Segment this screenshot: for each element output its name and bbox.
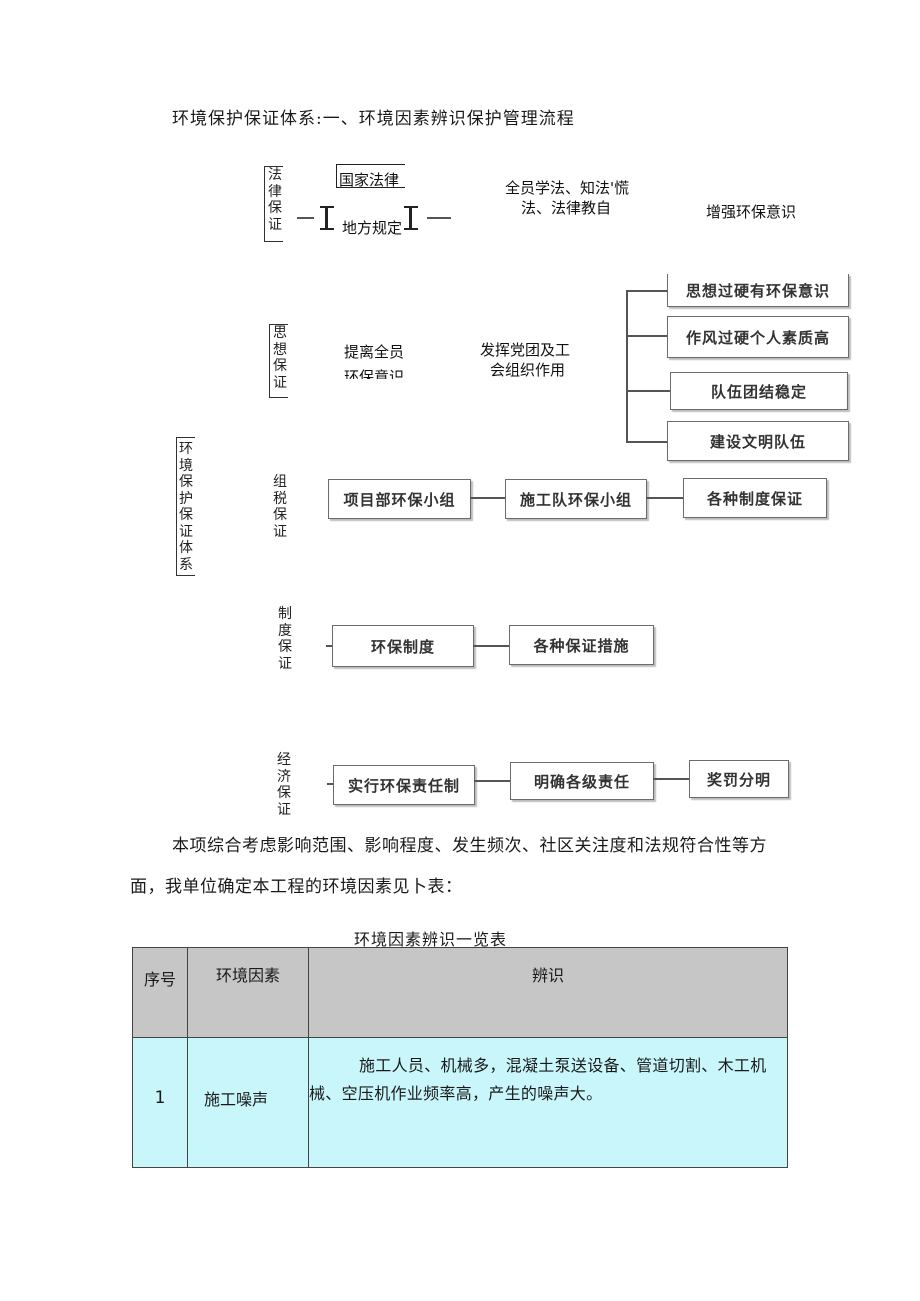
- law-education-line2: 法、法律教自: [521, 199, 612, 217]
- row-desc: 施工人员、机械多，混凝土泵送设备、管道切割、木工机械、空压机作业频率高，产生的噪…: [308, 1037, 788, 1168]
- org-guarantee-label: 组税保证: [273, 474, 287, 540]
- row-factor: 施工噪声: [187, 1037, 309, 1168]
- row-no: 1: [132, 1037, 188, 1168]
- law-ibeam-left: [320, 206, 334, 230]
- header-factor: 环境因素: [187, 947, 309, 1038]
- thought-item-3: 队伍团结稳定: [670, 372, 848, 410]
- system-item-1: 环保制度: [332, 625, 474, 667]
- table-header-row: 序号 环境因素 辨识: [132, 947, 788, 1038]
- thought-branch-3: [626, 390, 670, 392]
- party-role-line1: 发挥党团及工: [480, 341, 571, 359]
- page-heading: 环境保护保证体系:一、环境因素辨识保护管理流程: [172, 109, 575, 129]
- system-stub: [326, 645, 334, 647]
- law-education-line1: 全员学法、知法'慌: [505, 179, 630, 197]
- local-rules-text: 地方规定: [342, 219, 403, 237]
- law-connector-right: [427, 217, 451, 219]
- thought-branch-2: [626, 335, 668, 337]
- environment-factor-table: 序号 环境因素 辨识 1 施工噪声 施工人员、机械多，混凝土泵送设备、管道切割、…: [132, 947, 788, 1168]
- law-ibeam-right: [404, 206, 418, 230]
- thought-branch-4: [626, 441, 668, 443]
- thought-item-2: 作风过硬个人素质高: [667, 316, 849, 358]
- raise-awareness-line1: 提离全员: [344, 343, 405, 361]
- national-law-box: [336, 164, 405, 188]
- table-row: 1 施工噪声 施工人员、机械多，混凝土泵送设备、管道切割、木工机械、空压机作业频…: [132, 1037, 788, 1168]
- economic-guarantee-label: 经济保证: [277, 752, 291, 818]
- system-item-2: 各种保证措施: [509, 625, 654, 665]
- header-desc: 辨识: [308, 947, 788, 1038]
- system-guarantee-label: 制度保证: [278, 606, 292, 672]
- header-no: 序号: [132, 947, 188, 1038]
- main-system-label: 环境保护保证体系: [176, 437, 195, 576]
- org-item-3: 各种制度保证: [683, 478, 827, 518]
- system-connector: [473, 645, 509, 647]
- law-connector-left: [297, 217, 314, 219]
- economic-item-3: 奖罚分明: [689, 760, 789, 798]
- org-connector-2: [646, 497, 683, 499]
- national-law-text: 国家法律: [339, 171, 400, 189]
- org-item-2: 施工队环保小组: [505, 479, 647, 519]
- org-item-1: 项目部环保小组: [328, 479, 471, 519]
- economic-item-2: 明确各级责任: [510, 762, 654, 800]
- party-role-line2: 会组织作用: [490, 361, 566, 379]
- body-paragraph: 本项综合考虑影响范围、影响程度、发生频次、社区关注度和法规符合性等方面，我单位确…: [130, 836, 767, 897]
- economic-connector-2: [653, 778, 689, 780]
- awareness-text: 增强环保意识: [706, 203, 797, 221]
- law-guarantee-label: 法律保证: [264, 166, 283, 242]
- economic-item-1: 实行环保责任制: [333, 765, 475, 805]
- table-caption: 环境因素辨识一览表: [354, 930, 508, 949]
- economic-stub: [327, 783, 335, 785]
- thought-branch-1: [626, 290, 668, 292]
- thought-guarantee-label: 思想保证: [269, 324, 288, 398]
- thought-branch-spine: [626, 290, 628, 442]
- org-connector-1: [470, 497, 505, 499]
- thought-item-1: 思想过硬有环保意识: [667, 274, 849, 307]
- economic-connector-1: [474, 780, 510, 782]
- thought-item-4: 建设文明队伍: [667, 421, 849, 461]
- raise-awareness-line2: 环保意识: [344, 368, 405, 379]
